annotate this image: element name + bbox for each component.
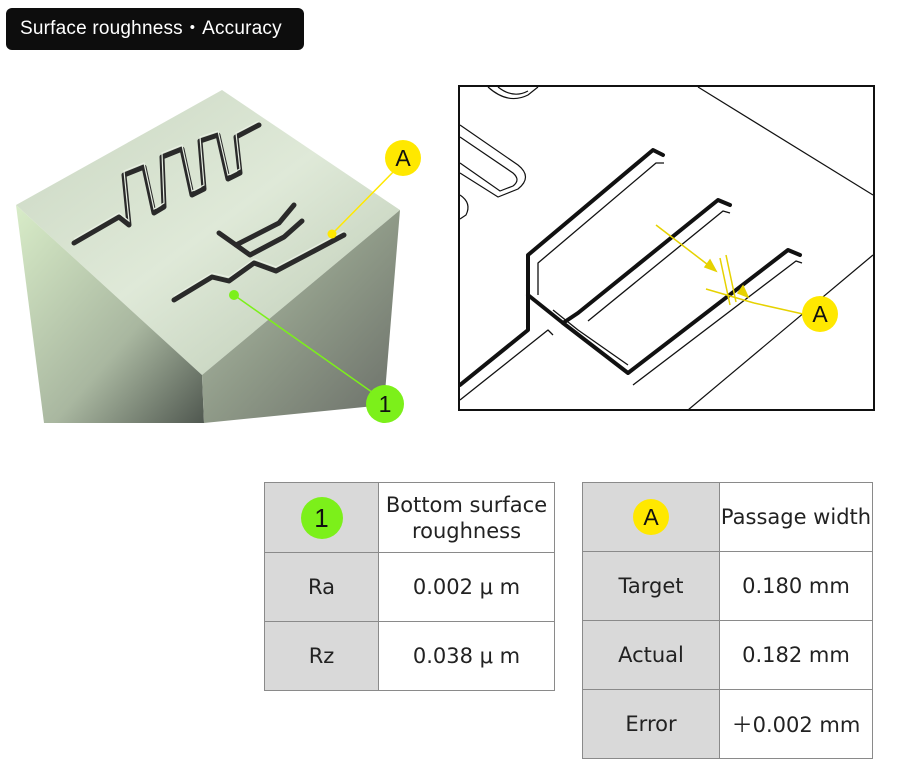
passage-width-table: A Passage width Target 0.180 mm Actual 0… bbox=[582, 482, 873, 759]
width-row-value: 0.180 mm bbox=[719, 551, 873, 621]
roughness-row-value: 0.002 μ m bbox=[378, 552, 555, 622]
roughness-marker-cell: 1 bbox=[264, 482, 379, 553]
width-row-label: Target bbox=[582, 551, 720, 621]
marker-1-table: 1 bbox=[300, 496, 343, 539]
marker-1-photo: 1 bbox=[366, 385, 404, 423]
roughness-row-value: 0.038 μ m bbox=[378, 621, 555, 691]
channel-line-drawing bbox=[458, 85, 875, 411]
width-row-value: ＋0.002 mm bbox=[719, 689, 873, 759]
metal-block-photo bbox=[16, 90, 401, 423]
width-header: Passage width bbox=[719, 482, 873, 552]
marker-a-drawing: A bbox=[802, 296, 838, 332]
width-row-label: Error bbox=[582, 689, 720, 759]
roughness-header: Bottom surface roughness bbox=[378, 482, 555, 553]
page-title: Surface roughness・Accuracy bbox=[6, 8, 304, 50]
width-marker-cell: A bbox=[582, 482, 720, 552]
roughness-row-label: Ra bbox=[264, 552, 379, 622]
roughness-row-label: Rz bbox=[264, 621, 379, 691]
width-row-label: Actual bbox=[582, 620, 720, 690]
width-row-value: 0.182 mm bbox=[719, 620, 873, 690]
roughness-table: 1 Bottom surface roughness Ra 0.002 μ m … bbox=[264, 482, 555, 691]
marker-a-table: A bbox=[633, 499, 669, 535]
marker-a-photo: A bbox=[385, 140, 421, 176]
